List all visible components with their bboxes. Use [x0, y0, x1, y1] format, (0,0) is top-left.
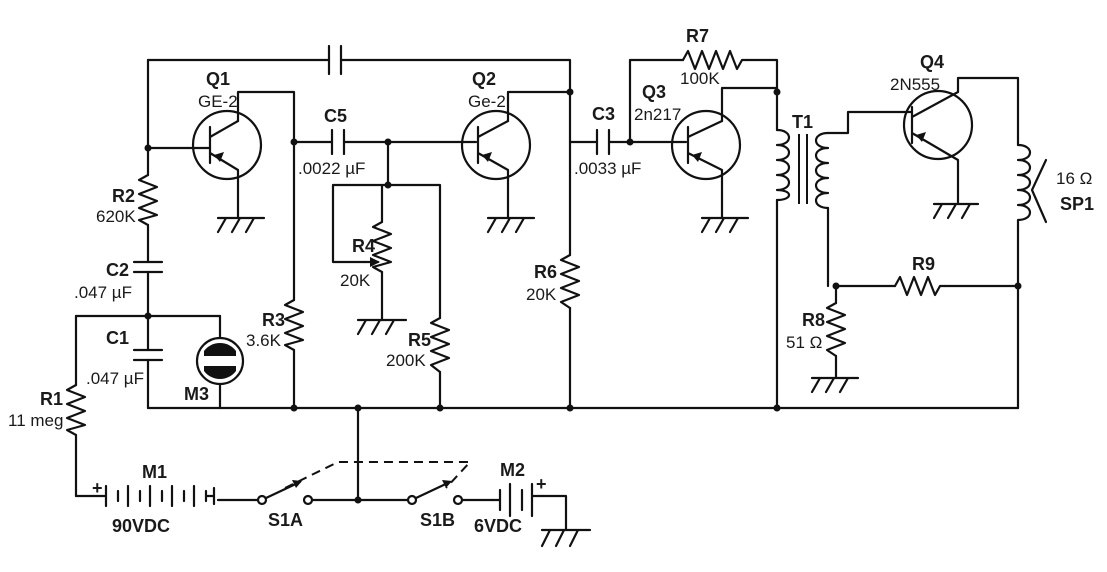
resistor-r5: R5 200K [386, 316, 451, 374]
resistor-r7: R7 100K [680, 26, 749, 88]
ground-r8 [810, 376, 860, 394]
resistor-r2: R2 620K [96, 173, 159, 227]
r7-ref: R7 [686, 26, 709, 46]
r2-value: 620K [96, 207, 136, 226]
resistor-r1: R1 11 meg [8, 383, 87, 437]
speaker-sp1: 16 Ω SP1 [1016, 143, 1094, 230]
c3-value: .0033 µF [574, 159, 641, 178]
r3-value: 3.6K [246, 331, 282, 350]
r4-ref: R4 [352, 236, 375, 256]
r8-ref: R8 [802, 310, 825, 330]
s1b-ref: S1B [420, 510, 455, 530]
m2-value: 6VDC [474, 516, 522, 536]
capacitor-c3: C3 .0033 µF [574, 104, 641, 178]
capacitor-c5: C5 .0022 µF [298, 106, 365, 178]
r9-ref: R9 [912, 254, 935, 274]
ground-q2 [486, 198, 536, 234]
q3-ref: Q3 [642, 82, 666, 102]
transistor-q1: Q1 GE-2 [191, 69, 263, 202]
c1-value: .047 µF [86, 369, 144, 388]
capacitor-c1: C1 .047 µF [86, 328, 164, 388]
r7-value: 100K [680, 69, 720, 88]
battery-m1: + M1 90VDC [92, 462, 216, 536]
ground-q3 [700, 198, 750, 234]
r6-ref: R6 [534, 262, 557, 282]
junction-dots [144, 88, 1022, 504]
ground-q1 [216, 198, 266, 234]
ground-r4 [356, 318, 408, 336]
r4-value: 20K [340, 271, 371, 290]
neon-lamp-m3: M3 [184, 336, 245, 404]
r6-value: 20K [526, 285, 557, 304]
r1-value: 11 meg [8, 411, 63, 430]
capacitor-feedback [327, 44, 343, 76]
ground-symbols [216, 186, 980, 548]
ground-m2 [540, 528, 592, 548]
r2-ref: R2 [112, 186, 135, 206]
transformer-t1: T1 [775, 112, 830, 210]
potentiometer-r4: R4 20K [340, 183, 393, 290]
r5-value: 200K [386, 351, 426, 370]
battery-m2: + M2 6VDC [474, 460, 547, 536]
c5-value: .0022 µF [298, 159, 365, 178]
q1-type: GE-2 [198, 92, 238, 111]
q2-ref: Q2 [472, 69, 496, 89]
c2-value: .047 µF [74, 283, 132, 302]
r3-ref: R3 [262, 310, 285, 330]
ground-q4 [932, 186, 980, 220]
transistor-q2: Q2 Ge-2 [460, 69, 532, 202]
m3-ref: M3 [184, 384, 209, 404]
m1-ref: M1 [142, 462, 167, 482]
resistor-r9: R9 [893, 254, 947, 297]
c1-ref: C1 [106, 328, 129, 348]
m1-plus-sign: + [92, 478, 103, 498]
m1-value: 90VDC [112, 516, 170, 536]
c5-ref: C5 [324, 106, 347, 126]
r5-ref: R5 [408, 330, 431, 350]
switch-s1a: S1A [256, 480, 314, 530]
q1-ref: Q1 [206, 69, 230, 89]
sp1-ref: SP1 [1060, 194, 1094, 214]
q2-type: Ge-2 [468, 92, 506, 111]
switch-gang-link [284, 461, 473, 489]
resistor-r3: R3 3.6K [246, 298, 305, 352]
t1-ref: T1 [792, 112, 813, 132]
r1-ref: R1 [40, 389, 63, 409]
r8-value: 51 Ω [786, 333, 822, 352]
q4-type: 2N555 [890, 75, 940, 94]
sp1-value: 16 Ω [1056, 169, 1092, 188]
capacitor-c2: C2 .047 µF [74, 260, 164, 302]
transistor-q4: Q4 2N555 [890, 52, 974, 190]
c2-ref: C2 [106, 260, 129, 280]
transistor-q3: Q3 2n217 [634, 82, 742, 202]
switch-s1b: S1B [406, 480, 464, 530]
c3-ref: C3 [592, 104, 615, 124]
s1a-ref: S1A [268, 510, 303, 530]
m2-plus-sign: + [536, 474, 547, 494]
q4-ref: Q4 [920, 52, 944, 72]
q3-type: 2n217 [634, 105, 681, 124]
m2-ref: M2 [500, 460, 525, 480]
resistor-r6: R6 20K [526, 253, 581, 310]
resistor-r8: R8 51 Ω [786, 301, 847, 358]
